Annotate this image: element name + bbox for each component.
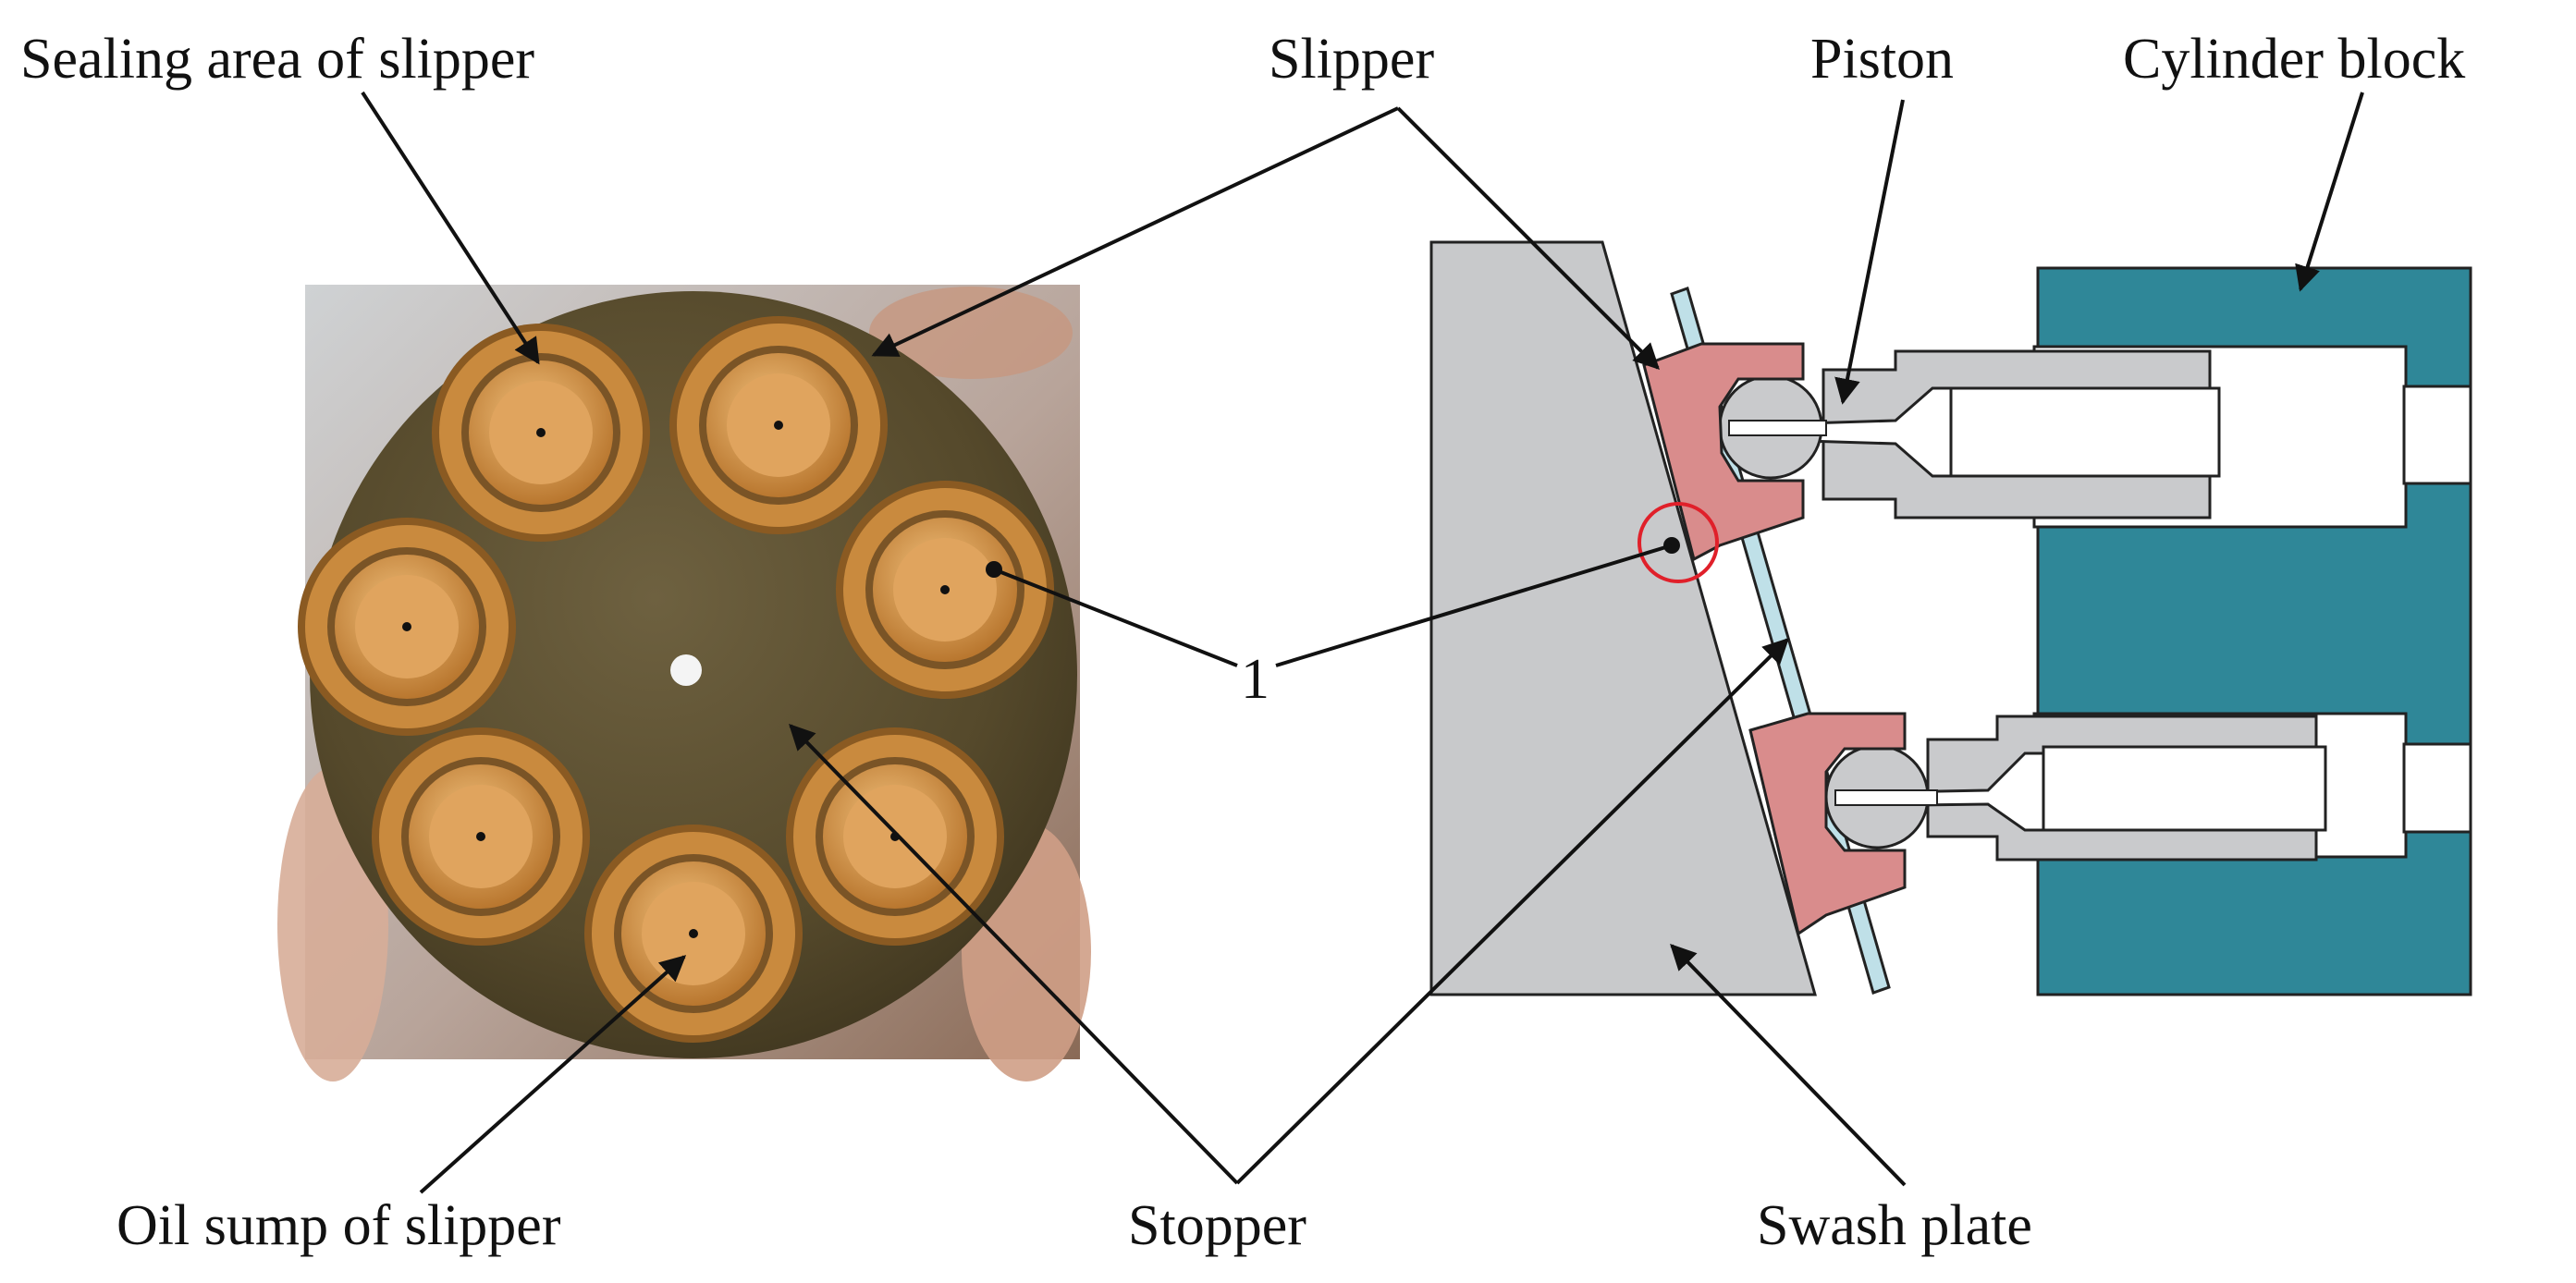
leader-stopper-diagram — [1235, 638, 1789, 1185]
leader-1-diagram — [1275, 544, 1673, 667]
oil-hole — [774, 421, 783, 430]
leader-1-photo — [993, 568, 1238, 667]
label-slipper: Slipper — [1269, 28, 1434, 91]
photo-slipper — [298, 518, 516, 736]
label-oil-sump: Oil sump of slipper — [117, 1194, 561, 1257]
leader-slipper-photo — [871, 106, 1399, 357]
oil-hole — [940, 585, 950, 594]
oil-hole — [536, 428, 546, 437]
piston-upper — [1718, 349, 2221, 519]
slipper-photo — [277, 285, 1091, 1081]
pump-cross-section — [1429, 240, 2472, 996]
piston-lower — [1824, 715, 2327, 861]
cylinder-port-lower — [2402, 742, 2472, 834]
leader-lines — [361, 91, 2364, 1194]
leader-swash-plate — [1670, 943, 1907, 1187]
photo-slipper — [584, 825, 803, 1043]
sealing-gap-highlight — [1638, 502, 1719, 583]
photo-slipper — [432, 324, 650, 542]
photo-slipper — [836, 481, 1054, 699]
point-1-dot-photo — [986, 561, 1002, 578]
photo-slipper — [669, 316, 888, 534]
label-piston: Piston — [1810, 28, 1954, 91]
oil-hole — [689, 929, 698, 938]
swash-plate-body — [1429, 240, 1817, 996]
label-marker-1: 1 — [1241, 648, 1270, 711]
photo-slipper — [372, 727, 590, 946]
cylinder-port-upper — [2402, 385, 2472, 485]
label-stopper: Stopper — [1128, 1194, 1306, 1257]
label-swash-plate: Swash plate — [1757, 1194, 2032, 1257]
oil-hole — [476, 832, 485, 841]
label-sealing-area: Sealing area of slipper — [20, 28, 534, 91]
slipper-lower — [1748, 712, 1907, 936]
photo-slippers — [298, 316, 1054, 1043]
leader-piston — [1834, 99, 1905, 405]
leader-slipper-diagram — [1396, 106, 1660, 370]
oil-hole — [402, 622, 411, 631]
leader-cylinder-block — [2295, 92, 2364, 292]
center-hole — [670, 654, 702, 686]
label-cylinder-block: Cylinder block — [2123, 28, 2465, 91]
leader-stopper-photo — [789, 723, 1239, 1185]
leader-oil-sump — [419, 955, 687, 1194]
leader-sealing-area — [361, 91, 540, 365]
labels: Sealing area of slipper Slipper Piston C… — [20, 28, 2465, 1257]
